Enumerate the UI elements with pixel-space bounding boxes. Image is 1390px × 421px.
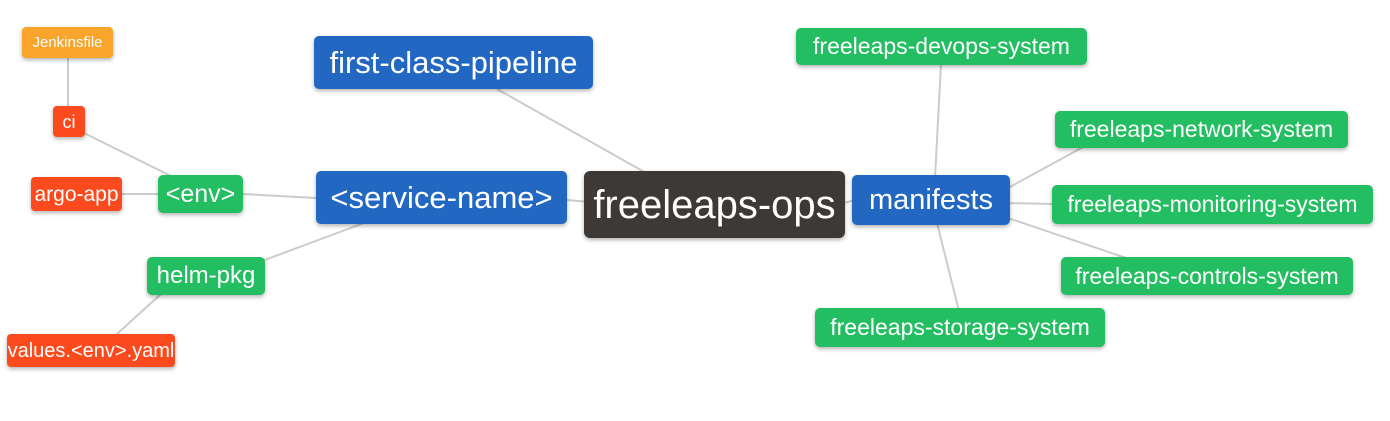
edge-pipeline-ops [496,88,656,179]
edge-helmpkg-servicename [261,219,373,262]
node-ci[interactable]: ci [53,106,85,137]
node-freeleaps-storage-system[interactable]: freeleaps-storage-system [815,308,1105,347]
node-env[interactable]: <env> [158,175,243,213]
edge-ci-env [83,132,176,179]
node-freeleaps-controls-system[interactable]: freeleaps-controls-system [1061,257,1353,295]
node-helm-pkg[interactable]: helm-pkg [147,257,265,295]
edge-manifests-storage [936,222,960,312]
node-manifests[interactable]: manifests [852,175,1010,225]
node-freeleaps-devops-system[interactable]: freeleaps-devops-system [796,28,1087,65]
edge-manifests-controls [1007,217,1136,262]
edge-manifests-devops [934,63,942,179]
edge-env-servicename [242,193,317,199]
node-freeleaps-ops-root[interactable]: freeleaps-ops [584,171,845,238]
edge-values-helmpkg [116,293,162,335]
node-jenkinsfile[interactable]: Jenkinsfile [22,27,113,58]
node-argo-app[interactable]: argo-app [31,177,122,211]
node-values-env-yaml[interactable]: values.<env>.yaml [7,334,175,367]
node-service-name[interactable]: <service-name> [316,171,567,224]
node-freeleaps-network-system[interactable]: freeleaps-network-system [1055,111,1348,148]
node-first-class-pipeline[interactable]: first-class-pipeline [314,36,593,89]
edge-manifests-network [1007,145,1086,189]
node-freeleaps-monitoring-system[interactable]: freeleaps-monitoring-system [1052,185,1373,224]
edge-manifests-monitoring [1007,202,1055,205]
